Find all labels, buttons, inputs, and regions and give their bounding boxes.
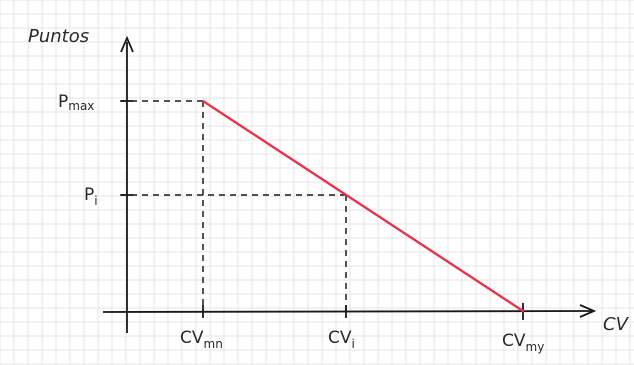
x-axis-arrowhead (579, 304, 597, 318)
pi-label-main: P (84, 185, 94, 205)
y-axis-arrowhead (120, 35, 134, 53)
cvmn-label-sub: mn (204, 337, 223, 351)
pi-label-sub: i (94, 194, 97, 208)
x-axis-title: CV (603, 314, 630, 335)
points-decreasing-line (201, 99, 525, 313)
x-axis (102, 310, 593, 313)
cvmy-label-main: CV (502, 331, 526, 351)
pmax-label: Pmax (58, 92, 94, 113)
pmax-label-main: P (58, 92, 68, 112)
y-axis-title: Puntos (28, 26, 89, 47)
pmax-label-sub: max (68, 99, 94, 113)
cvmn-label-main: CV (180, 328, 204, 348)
cvmy-label: CVmy (502, 331, 544, 354)
cvi-label-main: CV (328, 328, 352, 348)
cvi-label: CVi (328, 328, 355, 351)
cvmn-label: CVmn (180, 328, 223, 351)
cvi-label-sub: i (352, 337, 355, 351)
pi-label: Pi (84, 185, 98, 208)
cvmy-label-sub: my (526, 340, 545, 354)
